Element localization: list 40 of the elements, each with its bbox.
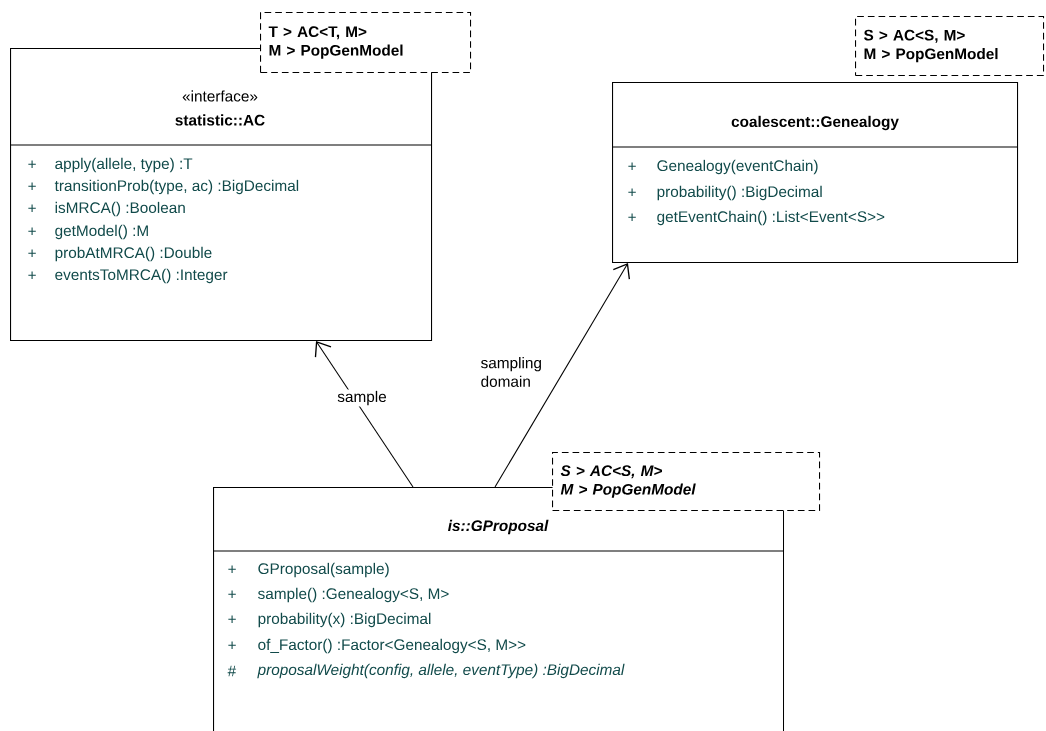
visibility-marker: + xyxy=(228,641,236,650)
template-parameter-box: S > AC<S, M> M > PopGenModel xyxy=(552,452,821,512)
operation-text: probability(x) :BigDecimal xyxy=(258,612,431,628)
operation-text: getEventChain() :List<Event<S>> xyxy=(657,210,885,226)
operation-text: Genealogy(eventChain) xyxy=(657,159,818,175)
operation-text: isMRCA() :Boolean xyxy=(55,201,185,217)
visibility-marker: + xyxy=(28,182,36,191)
class-name: statistic::AC xyxy=(175,114,265,126)
visibility-marker: + xyxy=(28,271,36,280)
operation-text: probAtMRCA() :Double xyxy=(55,246,212,262)
visibility-marker: + xyxy=(628,188,636,197)
edge-label: sample xyxy=(335,389,389,407)
template-parameter-box: S > AC<S, M> M > PopGenModel xyxy=(855,16,1045,77)
class-name: coalescent::Genealogy xyxy=(731,115,899,131)
class-box xyxy=(611,82,1019,264)
operation-text: GProposal(sample) xyxy=(258,562,389,578)
operation-text: probability() :BigDecimal xyxy=(657,185,822,201)
visibility-marker: + xyxy=(28,227,36,236)
operation-text: transitionProb(type, ac) :BigDecimal xyxy=(54,179,299,195)
visibility-marker: + xyxy=(228,615,236,624)
operation-text: of_Factor() :Factor<Genealogy<S, M>> xyxy=(258,638,526,654)
operation-text: proposalWeight(config, allele, eventType) :BigDecimal xyxy=(257,663,625,679)
visibility-marker: + xyxy=(228,565,236,574)
association-arrow xyxy=(314,341,414,488)
visibility-marker: # xyxy=(227,665,237,677)
visibility-marker: + xyxy=(228,590,236,599)
operation-text: eventsToMRCA() :Integer xyxy=(55,268,228,284)
association-arrow xyxy=(494,263,630,488)
visibility-marker: + xyxy=(28,160,36,169)
edge-label: sampling domain xyxy=(479,355,544,389)
visibility-marker: + xyxy=(628,162,636,171)
operation-text: getModel() :M xyxy=(55,224,148,240)
operation-text: sample() :Genealogy<S, M> xyxy=(258,587,449,603)
stereotype-label: «interface» xyxy=(182,90,258,102)
class-name: is::GProposal xyxy=(448,519,549,535)
visibility-marker: + xyxy=(628,213,636,222)
visibility-marker: + xyxy=(28,249,36,258)
visibility-marker: + xyxy=(28,204,36,213)
template-parameter-box: T > AC<T, M> M > PopGenModel xyxy=(260,12,472,74)
operation-text: apply(allele, type) :T xyxy=(55,157,193,173)
